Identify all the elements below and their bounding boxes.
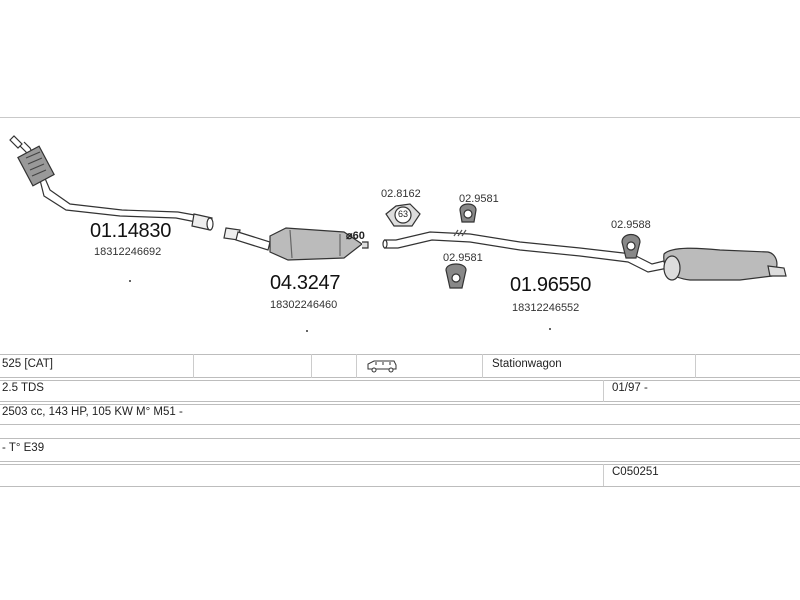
front-pipe-number: 01.14830	[90, 220, 172, 242]
hanger-rear-drawing	[621, 233, 641, 259]
hanger-top-drawing	[459, 203, 477, 223]
leader-dot	[129, 280, 131, 282]
vehicle-code: C050251	[612, 466, 659, 478]
leader-dot	[306, 330, 308, 332]
rear-pipe-number: 01.96550	[510, 274, 592, 296]
hanger-bottom-label: 02.9581	[443, 252, 483, 264]
front-pipe-oe: 18312246692	[94, 246, 162, 258]
top-divider	[0, 117, 800, 118]
clamp-label: 02.8162	[381, 188, 421, 200]
vehicle-date: 01/97 -	[612, 382, 648, 394]
vehicle-model: 525 [CAT]	[2, 358, 53, 370]
catalyst-number: 04.3247	[270, 272, 341, 294]
front-pipe-drawing	[9, 135, 214, 231]
exhaust-diagram	[9, 135, 787, 289]
vehicle-chassis: - T° E39	[2, 442, 45, 454]
leader-dot	[549, 328, 551, 330]
catalyst-drawing	[223, 227, 369, 261]
rear-silencer-drawing	[663, 247, 787, 281]
hanger-bottom-drawing	[445, 263, 467, 289]
hanger-top-label: 02.9581	[459, 193, 499, 205]
diameter-label: ⌀60	[346, 230, 365, 242]
clamp-size: 63	[398, 209, 409, 219]
vehicle-body: Stationwagon	[492, 358, 562, 370]
catalyst-oe: 18302246460	[270, 299, 338, 311]
rear-pipe-drawing	[382, 229, 669, 273]
station-wagon-icon	[366, 359, 398, 376]
vehicle-engine: 2.5 TDS	[2, 382, 44, 394]
hanger-rear-label: 02.9588	[611, 219, 651, 231]
clamp-drawing	[385, 203, 421, 227]
vehicle-spec: 2503 cc, 143 HP, 105 KW M° M51 -	[2, 406, 183, 418]
rear-pipe-oe: 18312246552	[512, 302, 580, 314]
